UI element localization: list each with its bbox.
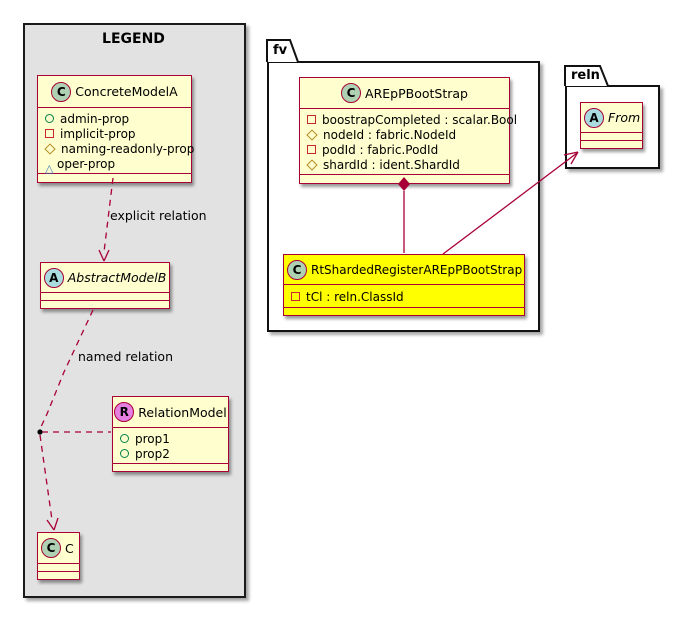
class-c: C C — [37, 532, 80, 580]
class-title: A AbstractModelB — [41, 263, 169, 292]
relation-spot-icon: R — [114, 402, 135, 422]
member-row: admin-prop — [38, 111, 191, 126]
member-row: naming-readonly-prop — [38, 141, 195, 156]
class-spot-icon: C — [51, 81, 72, 102]
member-row: prop2 — [113, 446, 228, 461]
class-rt-sharded-register: C RtShardedRegisterAREpPBootStrap tCl : … — [283, 254, 525, 316]
class-title: R RelationModel — [113, 397, 228, 427]
class-title: A From — [581, 103, 642, 132]
empty-compartment — [38, 571, 79, 579]
class-spot-icon: C — [341, 83, 362, 103]
public-circle-icon — [45, 114, 54, 123]
class-footer — [38, 173, 191, 182]
class-name: AbstractModelB — [67, 270, 167, 285]
member-text: implicit-prop — [60, 126, 136, 141]
class-spot-icon: C — [41, 538, 61, 558]
member-row: boostrapCompleted : scalar.Bool — [300, 112, 517, 127]
public-circle-icon — [120, 449, 129, 458]
member-row: nodeId : fabric.NodeId — [300, 127, 509, 142]
abstract-spot-icon: A — [584, 107, 604, 128]
class-title: C C — [38, 533, 79, 563]
protected-diamond-icon — [306, 158, 318, 171]
class-members: admin-prop implicit-prop naming-readonly… — [38, 107, 195, 173]
private-square-icon — [307, 145, 316, 154]
class-name: C — [65, 540, 74, 556]
public-circle-icon — [120, 434, 129, 443]
member-row: tCl : reln.ClassId — [284, 289, 524, 304]
class-members: tCl : reln.ClassId — [284, 284, 524, 307]
member-row: prop1 — [113, 431, 228, 446]
member-row: implicit-prop — [38, 126, 191, 141]
named-relation-label: named relation — [78, 349, 173, 364]
member-text: nodeId : fabric.NodeId — [323, 127, 457, 142]
class-name: ConcreteModelA — [75, 84, 178, 99]
package-reln-label: reln — [571, 68, 600, 83]
empty-compartment — [581, 132, 642, 140]
empty-compartment — [38, 563, 79, 571]
empty-compartment — [41, 292, 169, 300]
class-footer — [113, 463, 228, 471]
private-square-icon — [45, 129, 54, 138]
protected-diamond-icon — [44, 142, 56, 155]
member-text: podId : fabric.PodId — [322, 142, 439, 157]
class-title: C RtShardedRegisterAREpPBootStrap — [284, 255, 524, 284]
package-reln-tab — [564, 65, 609, 87]
member-text: tCl : reln.ClassId — [306, 289, 404, 304]
member-text: boostrapCompleted : scalar.Bool — [322, 112, 518, 127]
class-title: C AREpPBootStrap — [300, 78, 509, 108]
class-name: AREpPBootStrap — [365, 85, 468, 101]
package-fv-label: fv — [273, 43, 288, 58]
protected-diamond-icon — [306, 128, 318, 141]
legend-title: LEGEND — [102, 31, 165, 47]
class-spot-icon: C — [287, 259, 307, 280]
class-title: C ConcreteModelA — [38, 76, 191, 107]
member-text: naming-readonly-prop — [61, 141, 195, 156]
empty-compartment — [581, 140, 642, 148]
private-square-icon — [307, 115, 316, 124]
class-concrete-model-a: C ConcreteModelA admin-prop implicit-pro… — [37, 75, 195, 183]
member-text: prop1 — [135, 431, 170, 446]
abstract-spot-icon: A — [43, 267, 64, 288]
class-relation-model: R RelationModel prop1 prop2 — [112, 396, 229, 472]
member-row: oper-prop — [38, 156, 191, 171]
class-abstract-model-b: A AbstractModelB — [40, 262, 170, 309]
package-fv-tab — [266, 39, 299, 63]
class-name: RtShardedRegisterAREpPBootStrap — [311, 262, 523, 277]
member-row: shardId : ident.ShardId — [300, 157, 509, 172]
class-footer — [300, 174, 509, 183]
class-arepp-bootstrap: C AREpPBootStrap boostrapCompleted : sca… — [299, 77, 517, 184]
member-text: admin-prop — [60, 111, 130, 126]
member-text: prop2 — [135, 446, 170, 461]
empty-compartment — [41, 300, 169, 308]
explicit-relation-label: explicit relation — [110, 208, 207, 223]
class-name: From — [608, 110, 641, 125]
member-text: oper-prop — [57, 156, 116, 171]
member-text: shardId : ident.ShardId — [323, 157, 460, 172]
private-square-icon — [291, 292, 300, 301]
class-name: RelationModel — [138, 404, 227, 420]
class-members: prop1 prop2 — [113, 427, 228, 463]
class-footer — [284, 307, 524, 315]
class-members: boostrapCompleted : scalar.Bool nodeId :… — [300, 108, 517, 174]
member-row: podId : fabric.PodId — [300, 142, 509, 157]
class-from: A From — [580, 102, 643, 149]
